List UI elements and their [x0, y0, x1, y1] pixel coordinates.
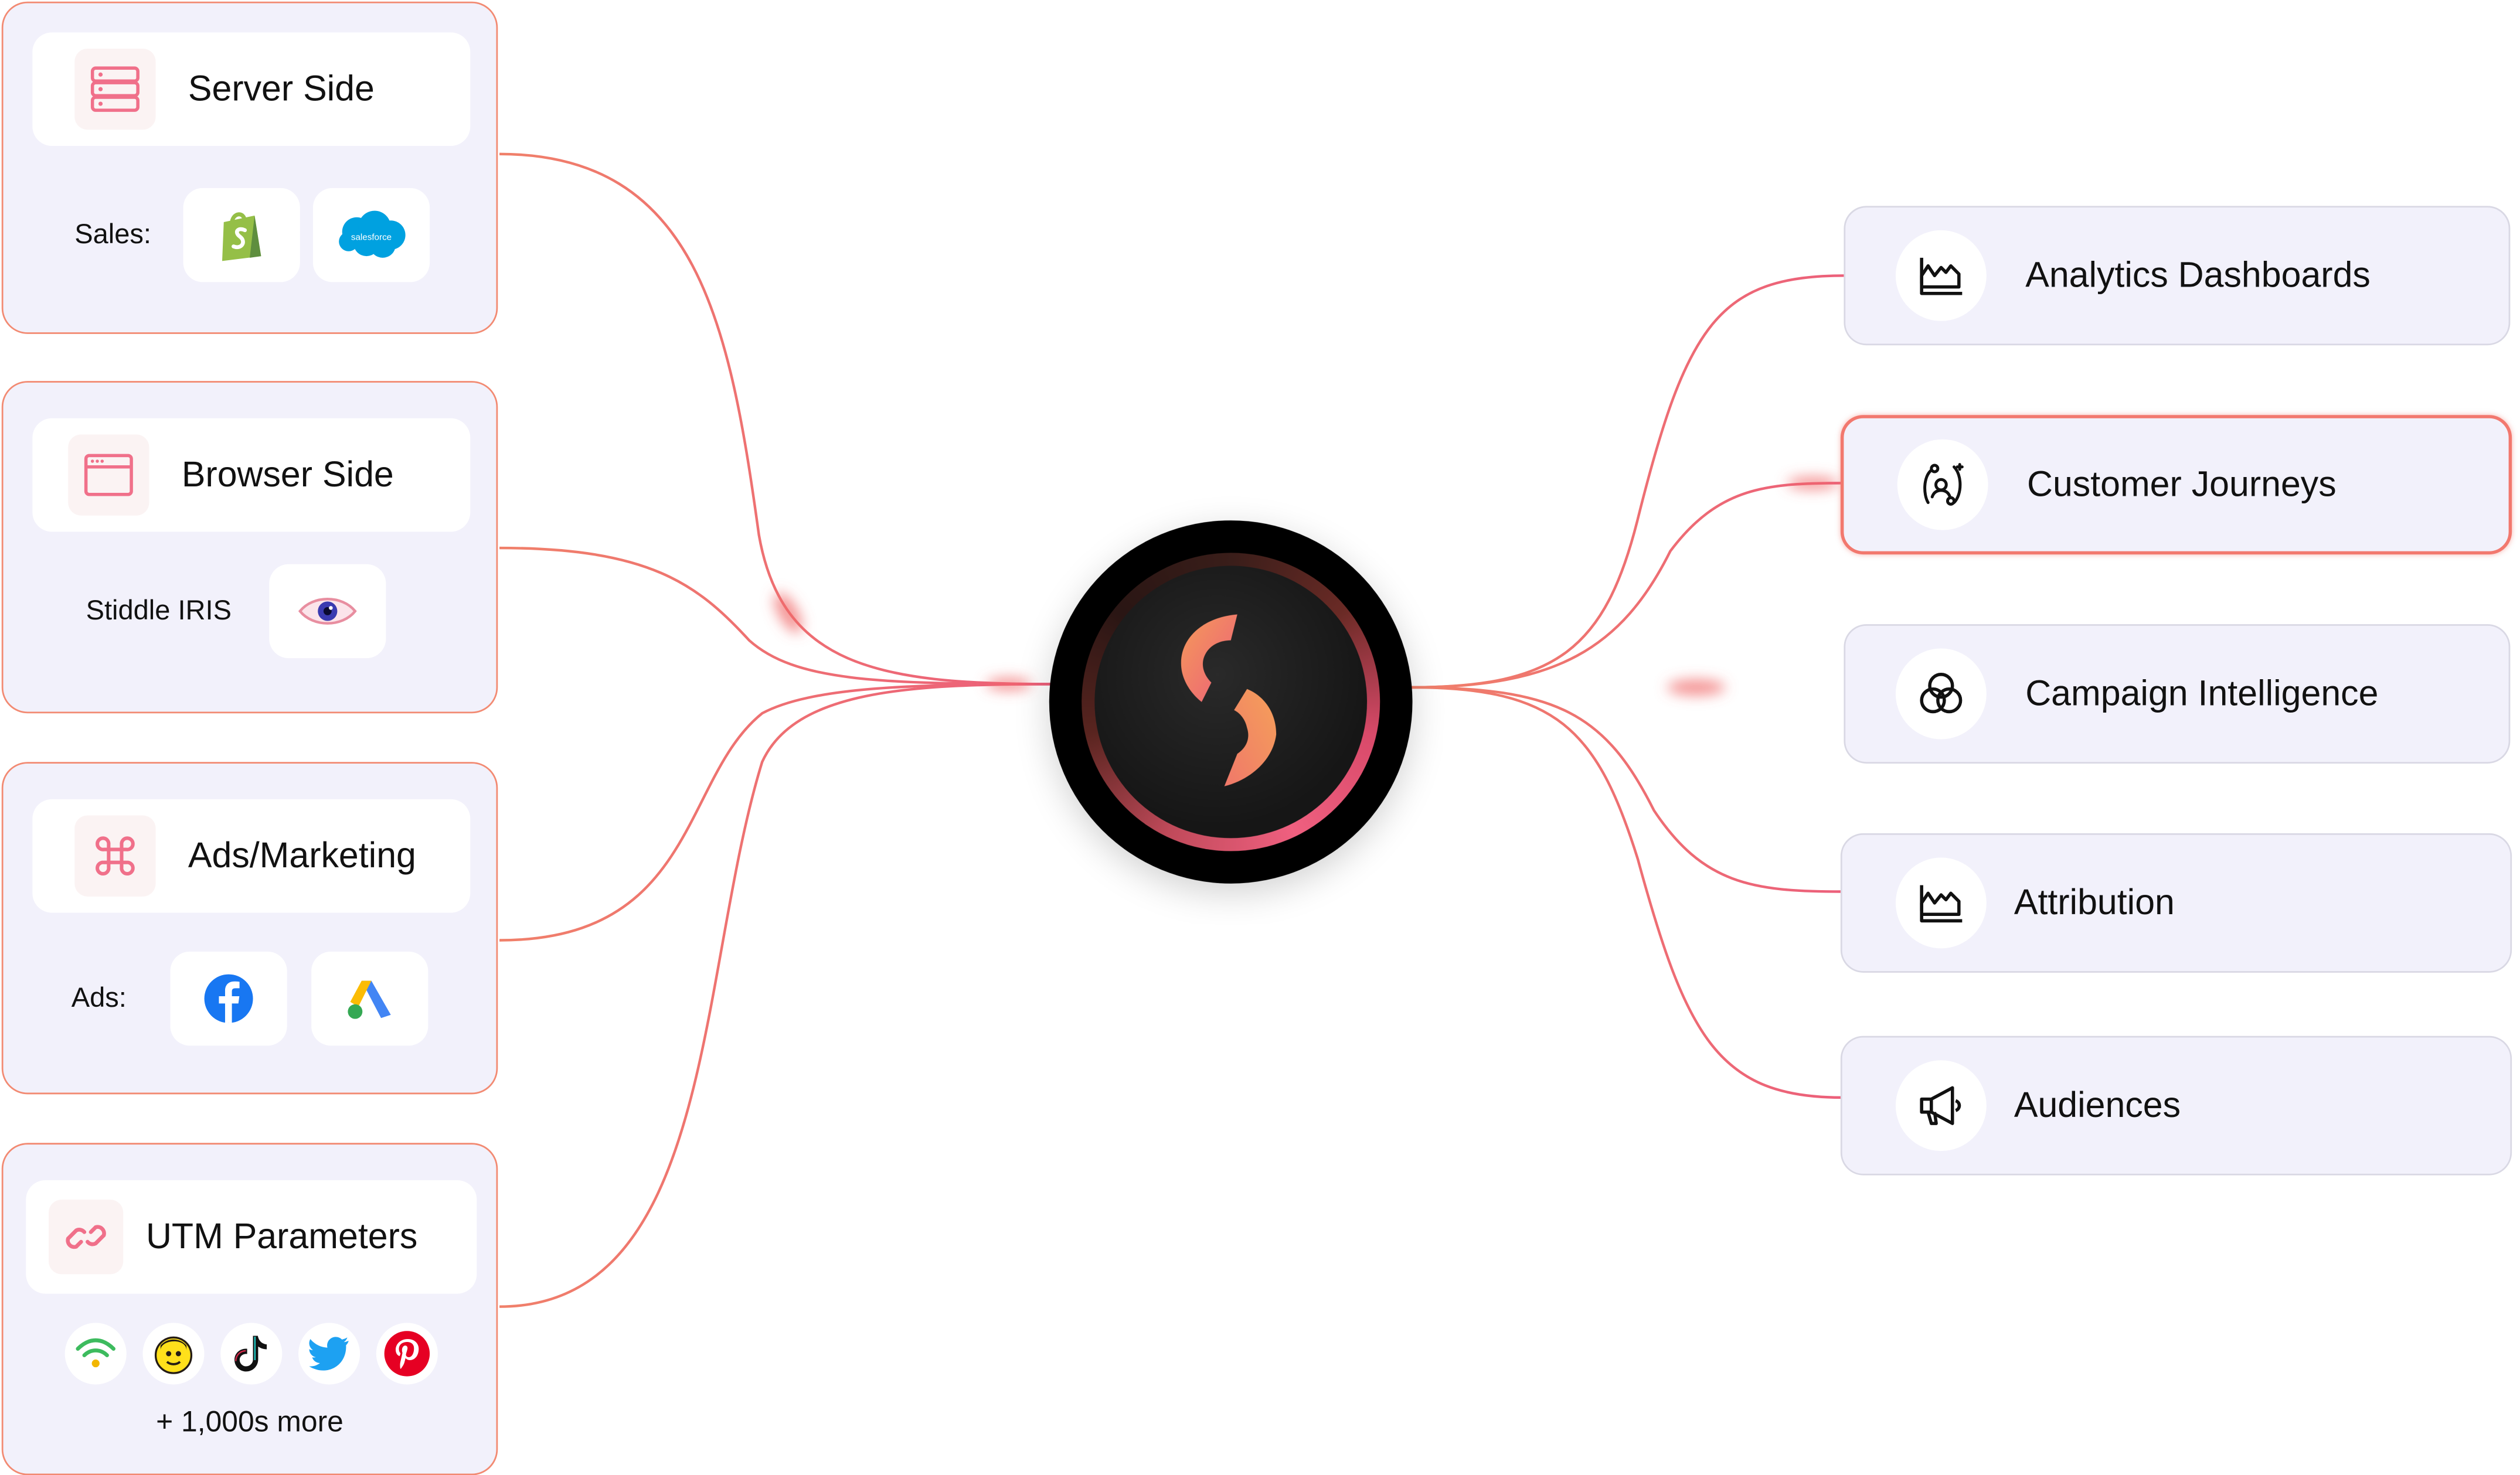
source-logo-row: Stiddle IRIS [4, 564, 496, 659]
wire-server-side [499, 152, 1051, 686]
destination-label: Customer Journeys [2027, 464, 2337, 505]
facebook-icon [204, 974, 253, 1023]
wire-customer-journeys [1410, 482, 1844, 689]
browser-window-icon [68, 434, 149, 516]
source-header[interactable]: Browser Side [32, 418, 471, 532]
source-card-browser-side: Browser Side Stiddle IRIS [1, 381, 498, 714]
source-title: Ads/Marketing [188, 834, 416, 876]
facebook-tile[interactable] [170, 951, 287, 1046]
destination-label: Analytics Dashboards [2025, 254, 2371, 295]
wifi-icon [76, 1338, 115, 1368]
wire-audiences [1410, 686, 1842, 1099]
megaphone-icon [1895, 1060, 1987, 1152]
source-logo-row: Sales: salesforce [4, 188, 496, 282]
destination-customer-journeys[interactable]: Customer Journeys [1840, 415, 2512, 555]
source-card-ads-marketing: Ads/Marketing Ads: [1, 762, 498, 1095]
hub-core [1094, 566, 1368, 839]
stiddle-hub[interactable] [1049, 520, 1413, 884]
signal-glows [774, 476, 1839, 696]
shopify-tile[interactable] [183, 188, 300, 282]
wifi-tile[interactable] [64, 1323, 127, 1385]
salesforce-logo-text: salesforce [351, 232, 392, 242]
eye-icon [298, 598, 357, 625]
ads-label: Ads: [71, 982, 127, 1014]
salesforce-tile[interactable]: salesforce [312, 188, 430, 282]
destination-label: Campaign Intelligence [2025, 673, 2379, 714]
link-icon [48, 1200, 124, 1275]
chart-icon [1895, 857, 1987, 949]
sales-label: Sales: [74, 219, 151, 250]
mailchimp-tile[interactable] [142, 1323, 205, 1385]
salesforce-icon: salesforce [339, 210, 406, 258]
source-title: UTM Parameters [145, 1215, 418, 1256]
source-header[interactable]: Ads/Marketing [32, 799, 471, 913]
tiktok-tile[interactable] [220, 1323, 283, 1385]
source-header[interactable]: UTM Parameters [26, 1180, 477, 1294]
google-ads-icon [348, 980, 391, 1019]
source-card-server-side: Server Side Sales: salesforce [1, 1, 498, 334]
destination-label: Audiences [2014, 1084, 2181, 1125]
wire-analytics-dashboards [1410, 274, 1846, 689]
google-ads-tile[interactable] [311, 951, 428, 1046]
source-card-utm-parameters: UTM Parameters [1, 1143, 498, 1475]
journey-icon [1897, 439, 1988, 530]
wire-attribution [1410, 686, 1842, 893]
source-title: Server Side [188, 68, 375, 109]
mailchimp-icon [154, 1336, 193, 1374]
more-integrations-label: + 1,000s more [156, 1405, 344, 1438]
pinterest-tile[interactable] [376, 1323, 438, 1385]
wire-browser-side [499, 546, 1051, 686]
source-header[interactable]: Server Side [32, 32, 471, 146]
destination-label: Attribution [2014, 881, 2175, 923]
destination-analytics-dashboards[interactable]: Analytics Dashboards [1844, 206, 2511, 346]
iris-eye-tile[interactable] [269, 564, 386, 659]
stiddle-logo-icon [1181, 614, 1277, 786]
wire-ads-marketing [499, 683, 1051, 942]
pinterest-icon [384, 1331, 430, 1377]
tiktok-icon [234, 1336, 267, 1372]
twitter-icon [309, 1337, 349, 1371]
command-icon [74, 815, 156, 897]
server-icon [74, 48, 156, 130]
source-title: Browser Side [181, 454, 394, 495]
destination-attribution[interactable]: Attribution [1840, 833, 2512, 973]
chart-icon [1895, 230, 1987, 321]
destination-audiences[interactable]: Audiences [1840, 1035, 2512, 1176]
shopify-icon [222, 212, 261, 261]
source-logo-row: Ads: [4, 951, 496, 1046]
destination-campaign-intelligence[interactable]: Campaign Intelligence [1844, 624, 2511, 764]
wire-utm-parameters [499, 683, 1051, 1308]
twitter-tile[interactable] [298, 1323, 361, 1385]
venn-icon [1895, 648, 1987, 740]
stiddle-iris-label: Stiddle IRIS [86, 595, 232, 626]
